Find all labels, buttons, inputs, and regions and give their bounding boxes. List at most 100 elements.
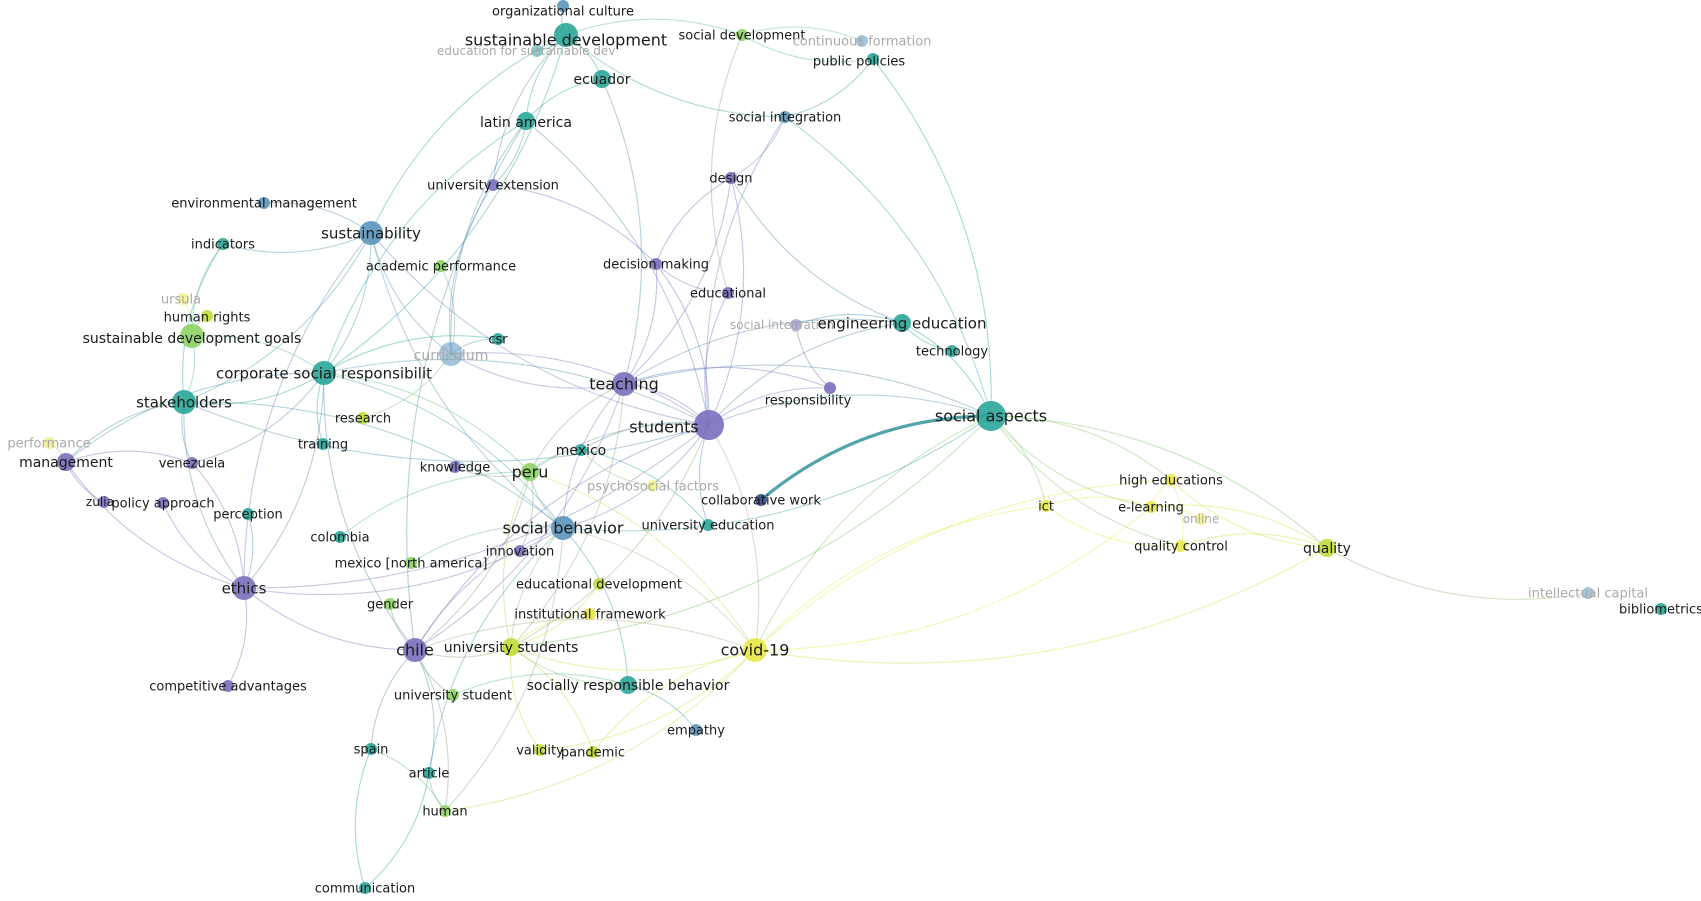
node-label-educational[interactable]: educational <box>690 287 766 302</box>
node-label-sustainability[interactable]: sustainability <box>321 224 421 242</box>
node-research[interactable] <box>357 412 369 424</box>
node-mexico-north-america[interactable] <box>405 557 417 569</box>
node-label-intellectual-capital[interactable]: intellectual capital <box>1528 587 1648 602</box>
node-colombia[interactable] <box>334 531 346 543</box>
node-public-policies[interactable] <box>867 53 879 65</box>
node-bibliometrics[interactable] <box>1655 603 1667 615</box>
node-label-knowledge[interactable]: knowledge <box>420 461 490 476</box>
node-label-university-students[interactable]: university students <box>444 640 579 656</box>
node-responsibility[interactable] <box>824 382 836 394</box>
node-label-environmental-management[interactable]: environmental management <box>171 197 357 212</box>
node-quality-control[interactable] <box>1175 540 1187 552</box>
node-psychosocial-factors[interactable] <box>647 480 659 492</box>
node-label-venezuela[interactable]: venezuela <box>159 457 226 472</box>
node-label-online[interactable]: online <box>1183 512 1220 526</box>
node-e-learning[interactable] <box>1145 501 1157 513</box>
node-mexico[interactable] <box>575 444 587 456</box>
node-social-integration-mid[interactable] <box>790 319 802 331</box>
node-label-sustainable-development-goals[interactable]: sustainable development goals <box>83 331 302 347</box>
node-human-rights[interactable] <box>201 310 213 322</box>
node-educational-development[interactable] <box>593 578 605 590</box>
node-curriculum[interactable] <box>439 342 463 366</box>
node-peru[interactable] <box>521 463 539 481</box>
node-ict[interactable] <box>1040 500 1052 512</box>
node-label-continuous-formation[interactable]: continuous formation <box>793 35 932 50</box>
node-social-development[interactable] <box>736 29 748 41</box>
node-label-engineering-education[interactable]: engineering education <box>818 314 987 332</box>
node-socially-responsible-behavior[interactable] <box>619 676 637 694</box>
node-ursula[interactable] <box>177 293 189 305</box>
node-label-social-aspects[interactable]: social aspects <box>935 407 1047 426</box>
node-management[interactable] <box>57 453 75 471</box>
node-label-social-behavior[interactable]: social behavior <box>503 519 624 538</box>
node-label-latin-america[interactable]: latin america <box>480 115 572 131</box>
node-label-educational-development[interactable]: educational development <box>516 578 682 593</box>
node-performance[interactable] <box>43 437 55 449</box>
node-label-csr[interactable]: csr <box>488 333 508 348</box>
node-zulia[interactable] <box>98 496 110 508</box>
node-university-student[interactable] <box>447 689 459 701</box>
node-label-stakeholders[interactable]: stakeholders <box>136 393 232 411</box>
node-article[interactable] <box>423 767 435 779</box>
node-label-zulia[interactable]: zulia <box>86 495 114 509</box>
node-label-technology[interactable]: technology <box>916 345 988 360</box>
node-knowledge[interactable] <box>449 461 461 473</box>
node-continuous-formation[interactable] <box>856 35 868 47</box>
node-label-communication[interactable]: communication <box>315 882 416 897</box>
node-institutional-framework[interactable] <box>584 608 596 620</box>
node-label-performance[interactable]: performance <box>7 437 90 452</box>
node-label-quality[interactable]: quality <box>1303 541 1351 557</box>
node-teaching[interactable] <box>612 372 636 396</box>
node-online[interactable] <box>1195 513 1207 525</box>
node-label-academic-performance[interactable]: academic performance <box>366 260 516 275</box>
node-intellectual-capital[interactable] <box>1582 587 1594 599</box>
node-label-psychosocial-factors[interactable]: psychosocial factors <box>587 480 719 495</box>
node-label-teaching[interactable]: teaching <box>589 375 659 394</box>
node-label-corporate-social-responsibility[interactable]: corporate social responsibilit <box>216 364 432 382</box>
node-high-educations[interactable] <box>1165 474 1177 486</box>
node-label-ethics[interactable]: ethics <box>222 579 267 597</box>
node-human[interactable] <box>439 805 451 817</box>
node-academic-performance[interactable] <box>435 260 447 272</box>
node-social-aspects[interactable] <box>976 401 1006 431</box>
node-university-extension[interactable] <box>487 179 499 191</box>
node-educational[interactable] <box>722 287 734 299</box>
node-label-peru[interactable]: peru <box>512 463 549 482</box>
node-empathy[interactable] <box>690 724 702 736</box>
node-label-validity[interactable]: validity <box>516 744 564 759</box>
node-students[interactable] <box>694 410 724 440</box>
node-pandemic[interactable] <box>587 746 599 758</box>
node-label-e-learning[interactable]: e-learning <box>1118 501 1184 516</box>
node-label-collaborative-work[interactable]: collaborative work <box>701 494 821 509</box>
node-ethics[interactable] <box>232 576 256 600</box>
node-spain[interactable] <box>365 743 377 755</box>
node-label-education-for-sustainable-dev[interactable]: education for sustainable dev <box>437 44 615 58</box>
node-label-covid-19[interactable]: covid-19 <box>721 641 790 660</box>
node-collaborative-work[interactable] <box>755 494 767 506</box>
node-training[interactable] <box>317 438 329 450</box>
node-label-training[interactable]: training <box>298 438 348 453</box>
node-social-behavior[interactable] <box>551 516 575 540</box>
node-label-mexico[interactable]: mexico <box>556 443 606 459</box>
node-corporate-social-responsibility[interactable] <box>312 361 336 385</box>
node-organizational-culture[interactable] <box>557 0 569 12</box>
node-label-university-student[interactable]: university student <box>394 689 512 704</box>
node-label-institutional-framework[interactable]: institutional framework <box>514 608 666 623</box>
node-label-curriculum[interactable]: curriculum <box>414 348 489 364</box>
node-perception[interactable] <box>242 508 254 520</box>
node-label-sustainable-development[interactable]: sustainable development <box>465 31 667 50</box>
node-policy-approach[interactable] <box>157 497 169 509</box>
node-label-chile[interactable]: chile <box>396 641 434 660</box>
node-label-socially-responsible-behavior[interactable]: socially responsible behavior <box>527 678 730 694</box>
node-venezuela[interactable] <box>186 457 198 469</box>
node-label-university-extension[interactable]: university extension <box>427 179 559 194</box>
node-label-ursula[interactable]: ursula <box>161 293 201 308</box>
node-university-students[interactable] <box>502 638 520 656</box>
node-label-gender[interactable]: gender <box>367 598 414 613</box>
node-university-education[interactable] <box>702 519 714 531</box>
node-decision-making[interactable] <box>650 258 662 270</box>
node-quality[interactable] <box>1318 539 1336 557</box>
node-sustainable-development-goals[interactable] <box>180 324 204 348</box>
node-label-empathy[interactable]: empathy <box>667 724 725 739</box>
node-design[interactable] <box>725 172 737 184</box>
